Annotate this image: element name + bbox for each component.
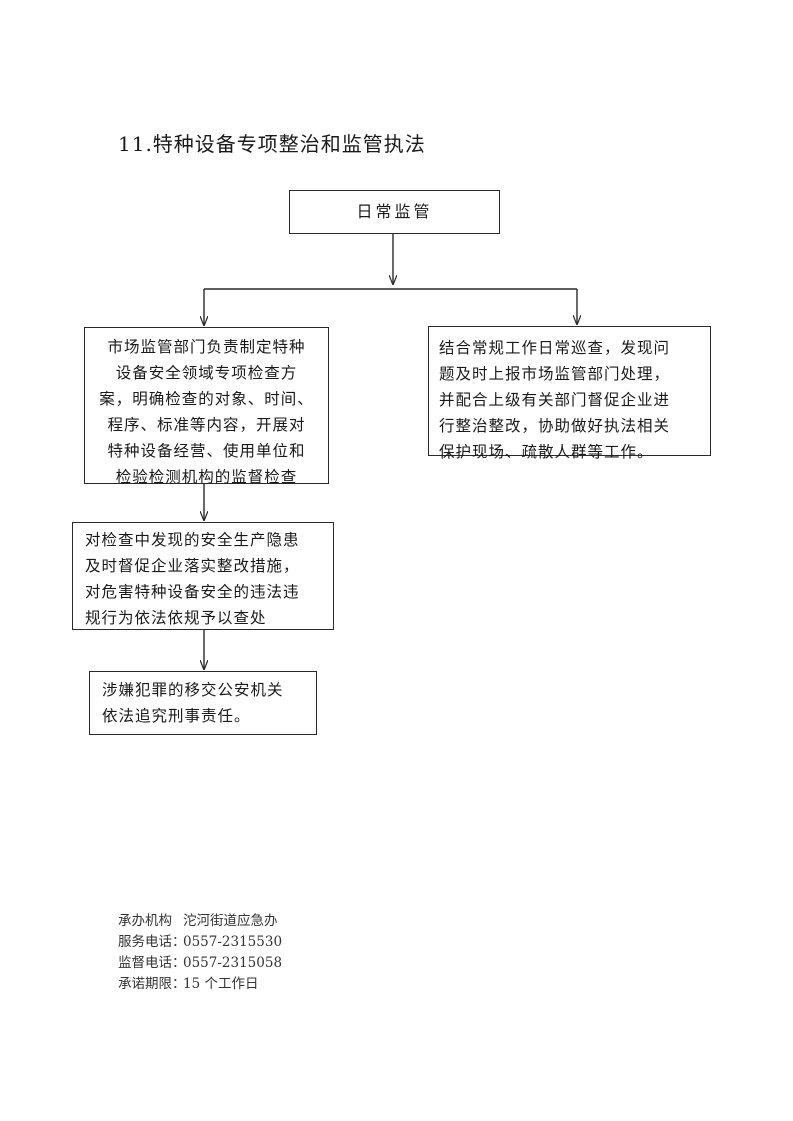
- footer-row-deadline: 承诺期限：15 个工作日: [118, 974, 282, 995]
- box-text-line: 特种设备经营、使用单位和: [107, 442, 306, 460]
- footer-label: 承诺期限：: [118, 976, 186, 992]
- page-title: 11.特种设备专项整治和监管执法: [118, 132, 426, 156]
- box-text-line: 设备安全领域专项检查方: [115, 364, 298, 382]
- footer-row-service-phone: 服务电话：0557-2315530: [118, 932, 282, 953]
- footer-contact-info: 承办机构沱河街道应急办 服务电话：0557-2315530 监督电话：0557-…: [118, 911, 282, 995]
- box-text-line: 案，明确检查的对象、时间、: [99, 390, 314, 408]
- footer-value: 15 个工作日: [183, 976, 259, 992]
- footer-label: 承办机构: [118, 913, 172, 929]
- box-text-line: 题及时上报市场监管部门处理，: [439, 365, 671, 383]
- box-daily-supervision: 日常监管: [289, 190, 500, 234]
- box-text-line: 结合常规工作日常巡查，发现问: [439, 339, 671, 357]
- box-text-line: 对检查中发现的安全生产隐患: [85, 531, 300, 549]
- footer-label: 服务电话：: [118, 934, 186, 950]
- box-text-line: 并配合上级有关部门督促企业进: [439, 391, 671, 409]
- footer-label: 监督电话：: [118, 955, 186, 971]
- box-text-line: 对危害特种设备安全的违法违: [85, 583, 300, 601]
- box-text-line: 规行为依法依规予以查处: [85, 609, 267, 627]
- box-text-line: 保护现场、疏散人群等工作。: [439, 443, 654, 461]
- box-text-line: 依法追究刑事责任。: [102, 707, 251, 725]
- footer-row-supervision-phone: 监督电话：0557-2315058: [118, 953, 282, 974]
- box-text-line: 检验检测机构的监督检查: [115, 468, 298, 486]
- box-text-line: 市场监管部门负责制定特种: [107, 338, 306, 356]
- box-text-line: 程序、标准等内容，开展对: [107, 416, 306, 434]
- footer-row-agency: 承办机构沱河街道应急办: [118, 911, 282, 932]
- box-daily-supervision-label: 日常监管: [356, 202, 433, 221]
- footer-value: 0557-2315530: [183, 934, 283, 950]
- box-text-line: 涉嫌犯罪的移交公安机关: [102, 681, 284, 699]
- footer-value: 沱河街道应急办: [183, 913, 278, 929]
- box-text-line: 及时督促企业落实整改措施，: [85, 557, 300, 575]
- box-hazard-rectification: 对检查中发现的安全生产隐患 及时督促企业落实整改措施， 对危害特种设备安全的违法…: [72, 522, 334, 630]
- footer-value: 0557-2315058: [183, 955, 283, 971]
- box-criminal-transfer: 涉嫌犯罪的移交公安机关 依法追究刑事责任。: [89, 671, 317, 735]
- box-text-line: 行整治整改，协助做好执法相关: [439, 417, 671, 435]
- box-routine-patrol: 结合常规工作日常巡查，发现问 题及时上报市场监管部门处理， 并配合上级有关部门督…: [428, 326, 711, 461]
- box-inspection-plan: 市场监管部门负责制定特种 设备安全领域专项检查方 案，明确检查的对象、时间、 程…: [84, 327, 329, 486]
